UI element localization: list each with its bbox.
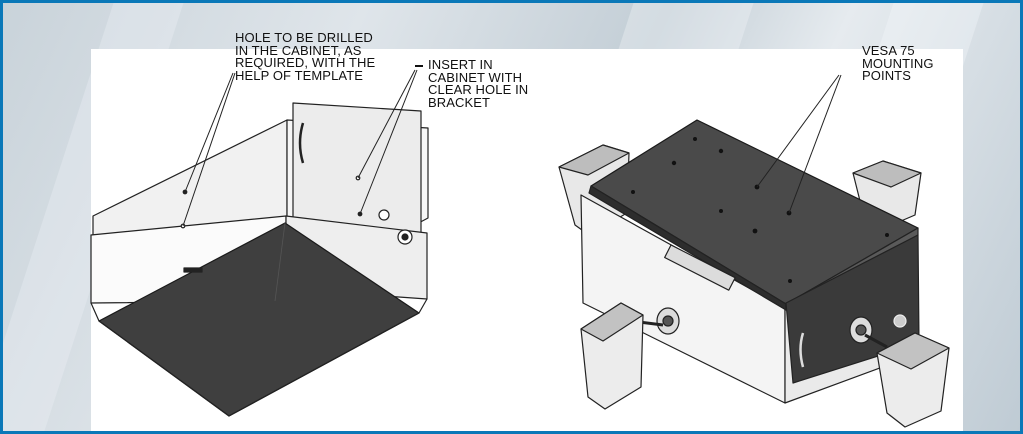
mounting-diagram xyxy=(90,69,950,428)
leader-line xyxy=(788,74,842,214)
leader-line xyxy=(182,72,236,227)
speaker-front-left xyxy=(580,302,644,410)
bracket-hole xyxy=(401,233,409,241)
leader-line xyxy=(357,69,416,179)
vesa-mounting-holes xyxy=(631,137,889,283)
left-assembly xyxy=(90,69,429,417)
bracket-hole xyxy=(893,314,907,328)
callout-insert-cabinet: INSERT IN CABINET WITH CLEAR HOLE IN BRA… xyxy=(428,57,529,110)
leader-line xyxy=(184,72,234,193)
bracket-slot xyxy=(298,122,305,164)
bracket-slot xyxy=(799,332,805,368)
callout-vesa-points: VESA 75 MOUNTING POINTS xyxy=(862,43,934,83)
right-assembly xyxy=(558,74,950,428)
leader-line xyxy=(756,74,840,188)
callout-dash xyxy=(415,65,423,67)
drill-slot xyxy=(183,267,203,273)
connector-panel xyxy=(664,244,736,291)
box-bottom-edge xyxy=(90,298,428,417)
speaker-mount-right xyxy=(849,316,888,349)
callout-drill-hole: HOLE TO BE DRILLED IN THE CABINET, AS RE… xyxy=(235,30,376,83)
speaker-front-right xyxy=(876,332,950,428)
bracket-hole xyxy=(378,209,390,221)
leader-line xyxy=(359,69,418,215)
